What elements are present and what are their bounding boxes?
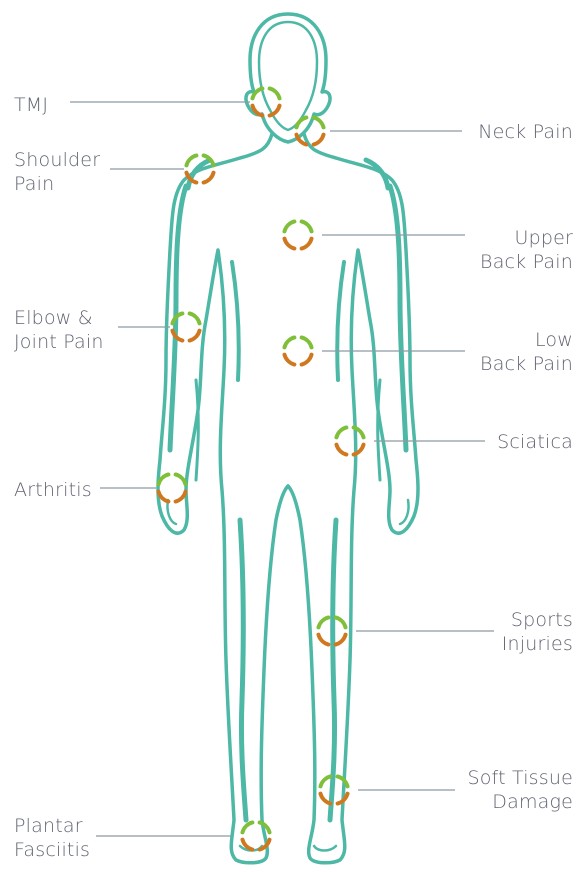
label-line: Low — [480, 328, 573, 352]
label-line: Injuries — [502, 632, 573, 656]
marker-sciatica — [336, 427, 363, 454]
label-line: Arthritis — [14, 478, 92, 502]
label-neck-pain: Neck Pain — [478, 120, 573, 144]
label-arthritis: Arthritis — [14, 478, 92, 502]
label-line: Shoulder — [14, 148, 100, 172]
marker-arthritis — [158, 474, 185, 501]
label-sciatica: Sciatica — [497, 430, 573, 454]
label-line: TMJ — [14, 93, 48, 117]
label-line: Elbow & — [14, 306, 104, 330]
label-line: Sciatica — [497, 430, 573, 454]
label-line: Upper — [480, 226, 573, 250]
label-line: Joint Pain — [14, 330, 104, 354]
label-elbow-joint-pain: Elbow &Joint Pain — [14, 306, 104, 354]
marker-upper-back-pain — [284, 221, 311, 248]
label-line: Soft Tissue — [467, 766, 573, 790]
marker-low-back-pain — [284, 337, 311, 364]
label-line: Pain — [14, 172, 100, 196]
label-line: Neck Pain — [478, 120, 573, 144]
label-line: Plantar — [14, 814, 90, 838]
label-tmj: TMJ — [14, 93, 48, 117]
head-outline — [246, 14, 330, 142]
label-line: Sports — [502, 608, 573, 632]
label-line: Back Pain — [480, 352, 573, 376]
label-line: Fasciitis — [14, 838, 90, 862]
label-line: Back Pain — [480, 250, 573, 274]
label-line: Damage — [467, 790, 573, 814]
